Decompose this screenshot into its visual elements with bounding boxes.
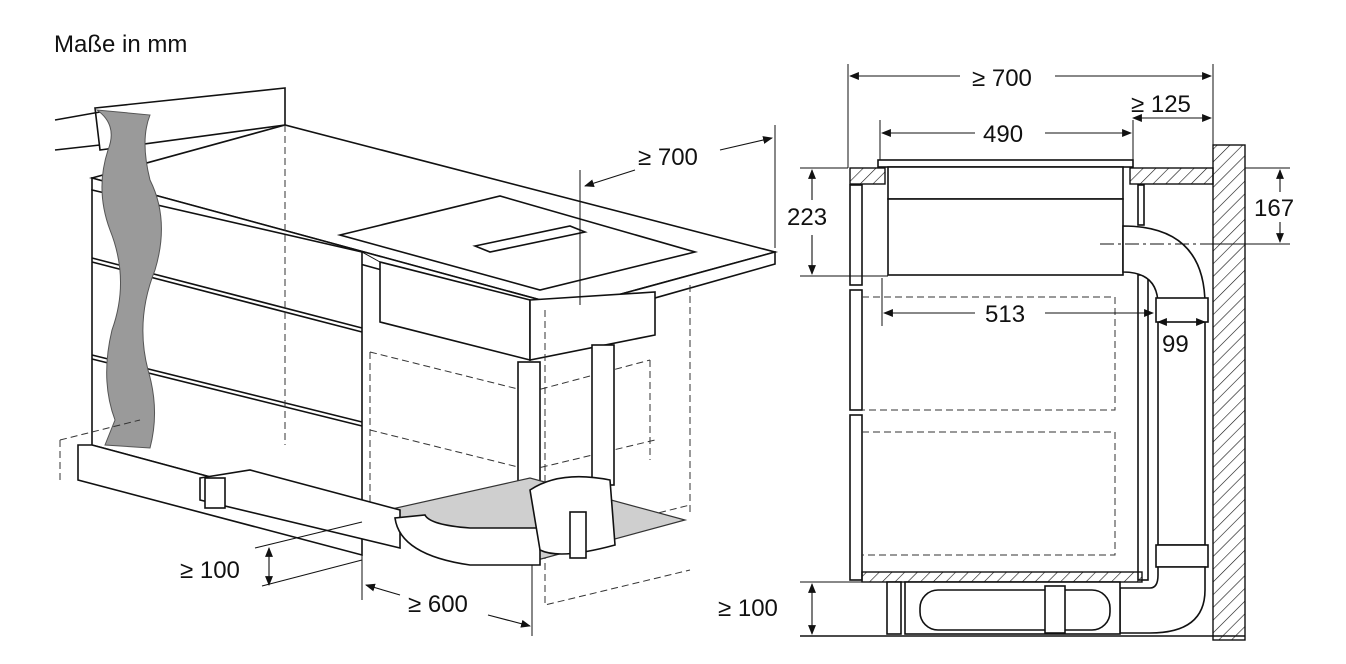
page-title: Maße in mm bbox=[54, 31, 187, 58]
right-dim-hob: 490 bbox=[983, 121, 1023, 148]
duct-connector bbox=[1155, 544, 1209, 568]
left-dim-width: ≥ 600 bbox=[408, 591, 468, 618]
left-dim-depth: ≥ 700 bbox=[638, 144, 698, 171]
worktop-section-right bbox=[1129, 167, 1214, 185]
right-dim-inner: 513 bbox=[985, 301, 1025, 328]
duct-riser bbox=[1122, 225, 1206, 546]
cabinet-floor-section bbox=[861, 571, 1143, 583]
duct-connector bbox=[569, 511, 587, 559]
duct-elbow bbox=[1119, 566, 1206, 634]
duct-connector bbox=[204, 477, 226, 509]
right-section-view: ≥ 700 ≥ 125 490 223 167 513 99 ≥ 100 bbox=[718, 64, 1294, 641]
flat-duct bbox=[919, 589, 1111, 631]
worktop-section-left bbox=[849, 167, 886, 185]
right-dim-duct: 99 bbox=[1162, 331, 1189, 358]
front-panel bbox=[849, 414, 863, 581]
front-panel bbox=[849, 289, 863, 411]
vertical-duct-left bbox=[517, 361, 541, 488]
cabinet-back-panel bbox=[1137, 274, 1149, 581]
appliance-body-side bbox=[529, 291, 656, 361]
right-dim-total: ≥ 700 bbox=[972, 65, 1032, 92]
section-cut-band bbox=[95, 109, 162, 449]
right-dim-height: 223 bbox=[787, 204, 827, 231]
vertical-duct-right bbox=[591, 344, 615, 486]
cabinet-back-panel-top bbox=[1137, 184, 1145, 226]
hob-glass bbox=[877, 159, 1134, 168]
right-dim-plinth: ≥ 100 bbox=[718, 595, 778, 622]
plinth-board bbox=[886, 581, 902, 635]
hob-body bbox=[887, 198, 1124, 276]
left-dim-plinth: ≥ 100 bbox=[180, 557, 240, 584]
duct-connector bbox=[1044, 585, 1066, 634]
right-dim-rear: ≥ 125 bbox=[1131, 91, 1191, 118]
right-dim-vertical: 167 bbox=[1254, 195, 1294, 222]
duct-connector bbox=[1155, 297, 1209, 323]
front-panel bbox=[849, 184, 863, 286]
cooktop-vent-slot bbox=[472, 225, 588, 253]
hob-frame bbox=[887, 166, 1124, 200]
duct-elbow bbox=[394, 514, 541, 566]
left-isometric-view: ≥ 700 ≥ 100 ≥ 600 bbox=[54, 87, 779, 636]
wall-section bbox=[1212, 144, 1246, 641]
